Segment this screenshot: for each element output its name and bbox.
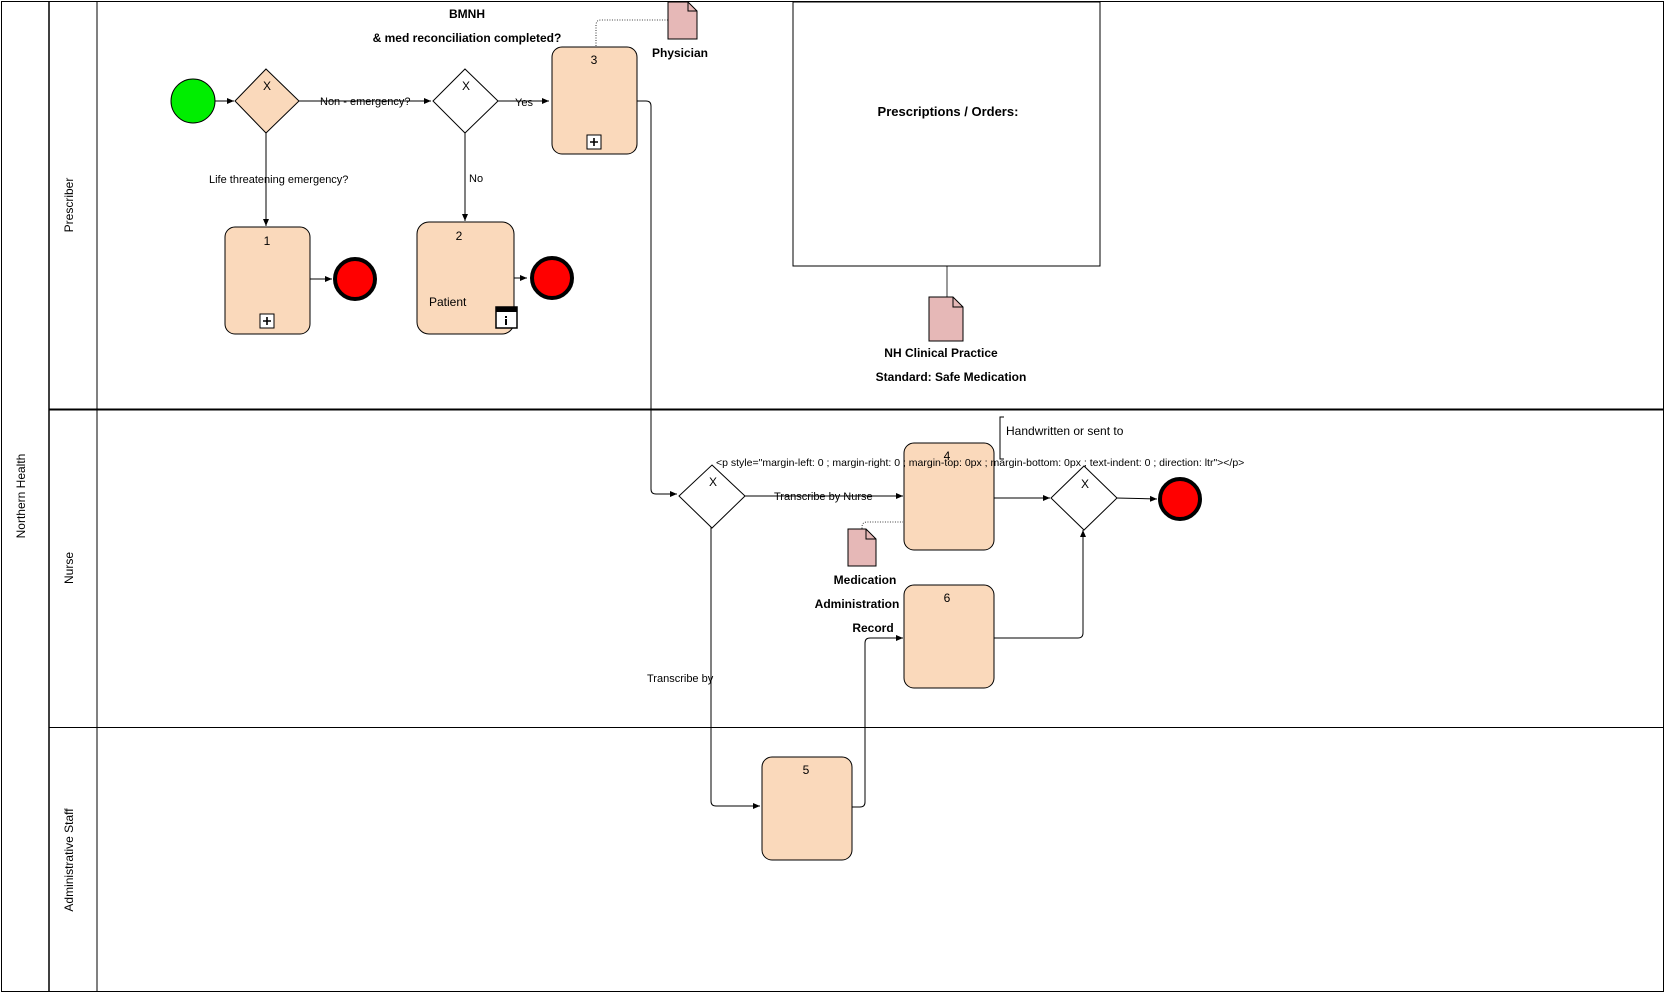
bmnh-line1: BMNH	[449, 7, 485, 21]
prescriptions-label: Prescriptions / Orders:	[878, 104, 1019, 119]
end-event-3[interactable]	[1158, 477, 1202, 521]
prescriptions-orders-box: Prescriptions / Orders:	[792, 1, 1101, 267]
task-label: 4	[944, 449, 951, 463]
assoc-mar-to-task4	[861, 521, 903, 536]
nh-standard-line2: Standard: Safe Medication	[876, 370, 1027, 384]
subprocess-marker-icon	[586, 134, 602, 150]
mar-line1: Medication	[834, 573, 897, 587]
task-label: 3	[591, 53, 598, 67]
text-annotation-bracket	[999, 416, 1004, 460]
task-1[interactable]: 1	[224, 226, 311, 335]
nh-standard-line1: NH Clinical Practice	[884, 346, 998, 360]
gateway-marker: X	[462, 79, 470, 93]
flow-labels: Non - emergency? Life threatening emerge…	[209, 96, 873, 685]
end-event-2[interactable]	[530, 256, 574, 300]
gateway-marker: X	[1081, 477, 1089, 491]
end-event-1[interactable]	[333, 257, 377, 301]
pool-label: Northern Health	[14, 454, 28, 539]
lane-label-nurse: Nurse	[62, 552, 76, 584]
task-2[interactable]: 2 Patient	[416, 221, 518, 335]
flow-task3-to-g3	[636, 100, 677, 497]
associations	[595, 19, 903, 536]
gateway-emergency[interactable]: X	[234, 68, 300, 134]
flow-task5-to-task6	[851, 635, 903, 808]
mar-line3: Record	[852, 621, 893, 635]
document-physician-icon	[667, 1, 698, 40]
gateway-merge[interactable]: X	[1050, 465, 1118, 531]
lane-label-prescriber: Prescriber	[62, 178, 76, 233]
annotation-labels: BMNH & med reconciliation completed? Phy…	[373, 7, 1027, 635]
handwritten-annotation: Handwritten or sent to	[1006, 424, 1124, 438]
physician-label: Physician	[652, 46, 708, 60]
assoc-physician-to-task3	[595, 19, 668, 46]
label-no: No	[469, 173, 483, 185]
task-label: 1	[264, 234, 271, 248]
gateway-marker: X	[263, 79, 271, 93]
task-label: 5	[803, 763, 810, 777]
flow-g3-to-task5	[710, 527, 760, 809]
start-event[interactable]	[170, 78, 216, 124]
subprocess-marker-icon	[259, 313, 275, 329]
bmnh-line2: & med reconciliation completed?	[373, 31, 562, 45]
sequence-flows	[215, 98, 1158, 809]
task-5[interactable]: 5	[761, 756, 853, 861]
label-transcribe-by: Transcribe by	[647, 673, 714, 685]
task-sublabel: Patient	[429, 295, 467, 309]
label-yes: Yes	[515, 97, 533, 109]
manual-task-icon	[495, 306, 518, 329]
flow-g4-to-end3	[1115, 495, 1158, 502]
task-3[interactable]: 3	[551, 46, 638, 155]
task-label: 2	[456, 229, 463, 243]
task-6[interactable]: 6	[903, 584, 995, 689]
label-life-threatening: Life threatening emergency?	[209, 174, 348, 186]
mar-line2: Administration	[815, 597, 900, 611]
gateway-bmnh[interactable]: X	[432, 68, 499, 134]
html-fragment-text: <p style="margin-left: 0 ; margin-right:…	[716, 457, 1244, 469]
task-label: 6	[944, 591, 951, 605]
lane-admin: Administrative Staff	[48, 727, 1664, 992]
document-nh-standard-icon	[928, 296, 964, 342]
lane-label-admin: Administrative Staff	[62, 808, 76, 912]
flow-task6-to-g4	[993, 530, 1086, 639]
label-non-emergency: Non - emergency?	[320, 96, 411, 108]
label-transcribe-nurse: Transcribe by Nurse	[774, 491, 873, 503]
gateway-marker: X	[709, 475, 717, 489]
task-4[interactable]: 4	[903, 442, 995, 551]
document-mar-icon	[847, 528, 877, 567]
gateway-transcribe[interactable]: X	[678, 464, 746, 529]
